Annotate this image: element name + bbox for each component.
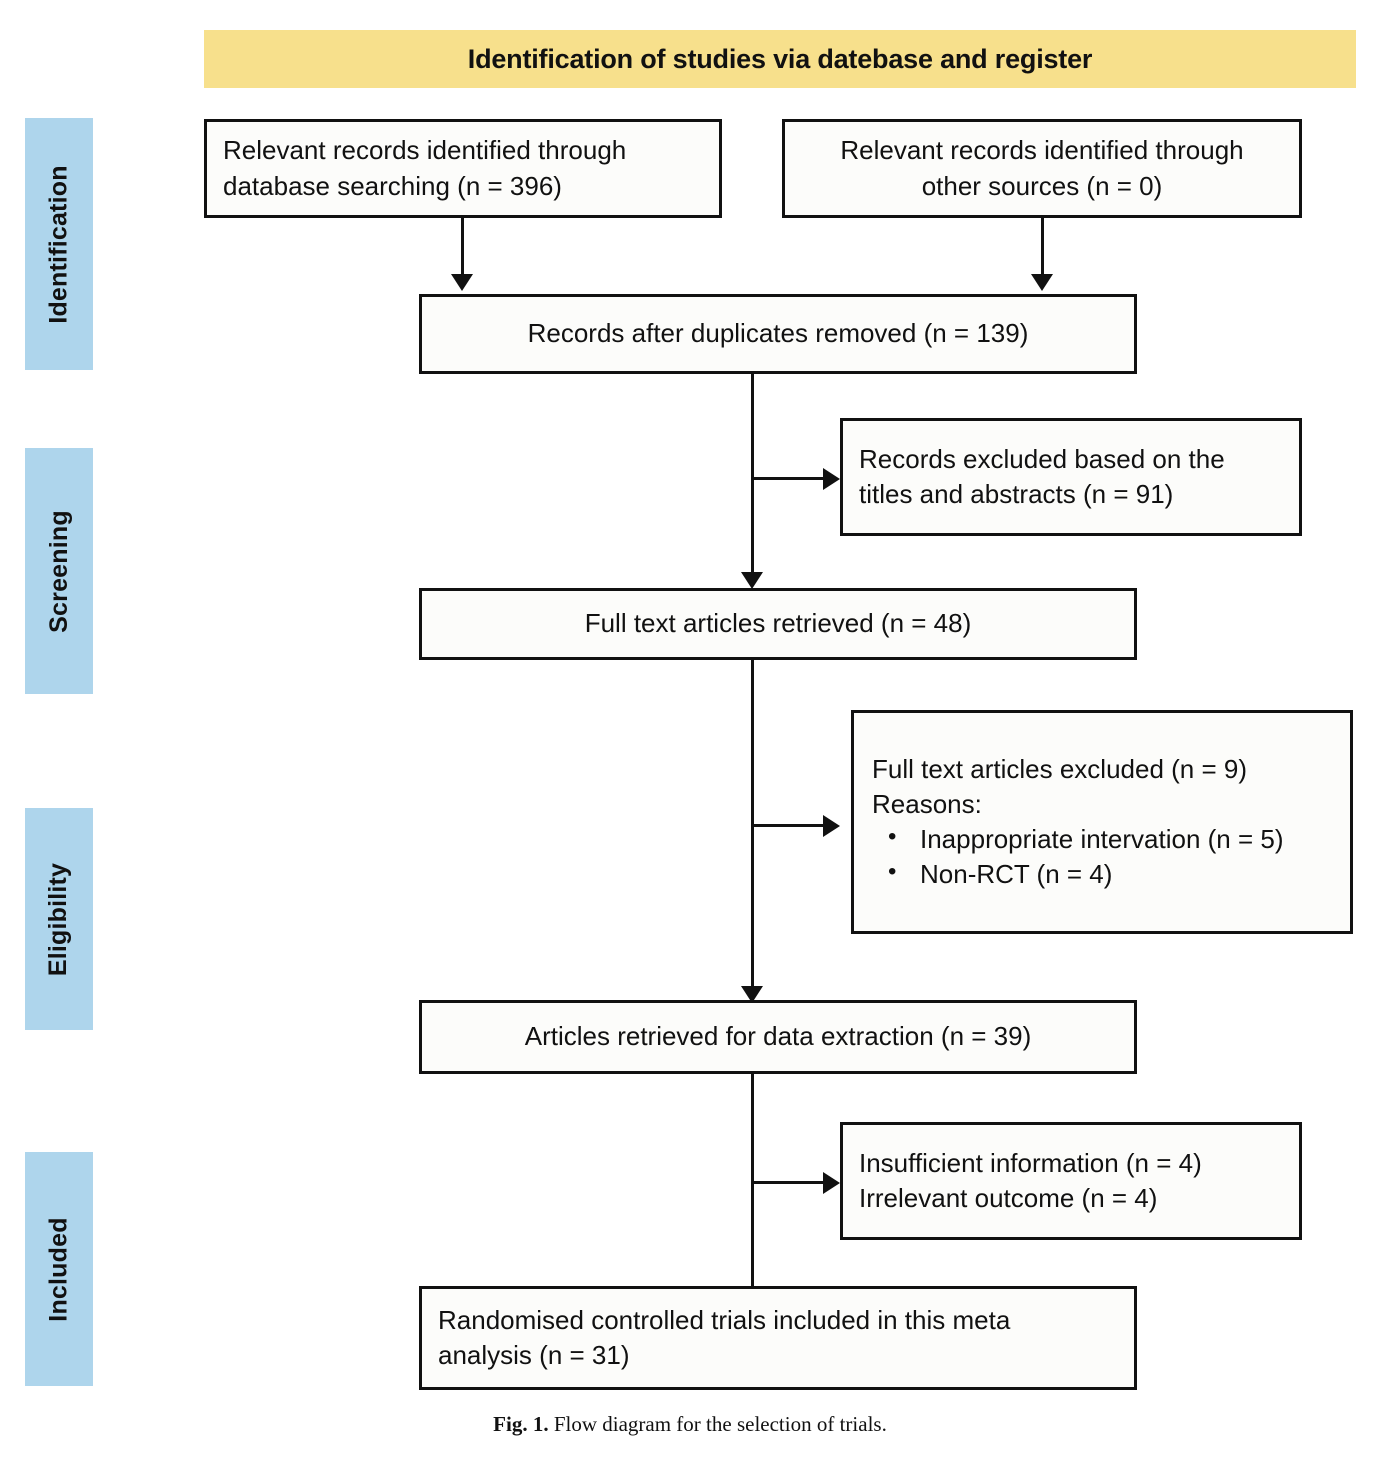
figure-caption: Fig. 1. Flow diagram for the selection o…	[0, 1412, 1380, 1437]
arrowhead-database-search-to-duplicates	[451, 274, 473, 291]
connector-duplicates-down	[751, 374, 754, 578]
connector-other-sources-down	[1041, 216, 1044, 278]
arrowhead-full-text-to-data-extraction	[741, 986, 763, 1003]
arrowhead-duplicates-to-excluded	[823, 468, 840, 490]
connector-duplicates-to-excluded	[751, 477, 827, 480]
arrowhead-other-sources-to-duplicates	[1031, 274, 1053, 291]
exclusion-reason-item: Non-RCT (n = 4)	[880, 856, 1332, 892]
connector-full-text-to-excluded	[751, 824, 827, 827]
box-records-excluded: Records excluded based on the titles and…	[840, 418, 1302, 536]
box-data-extraction-line1: Articles retrieved for data extraction (…	[524, 1021, 1032, 1052]
arrowhead-duplicates-to-full-text	[741, 572, 763, 589]
box-included-trials: Randomised controlled trials included in…	[419, 1286, 1137, 1390]
box-full-text-excluded-line1: Full text articles excluded (n = 9)	[872, 753, 1247, 784]
stage-label-eligibility: Eligibility	[25, 808, 93, 1030]
stage-label-identification-text: Identification	[44, 164, 73, 324]
stage-label-included-text: Included	[44, 1216, 73, 1322]
exclusion-reason-item: Inappropriate intervation (n = 5)	[880, 821, 1332, 857]
box-records-excluded-line2: titles and abstracts (n = 91)	[859, 479, 1174, 509]
box-other-sources: Relevant records identified through othe…	[782, 119, 1302, 218]
box-database-search-line2: database searching (n = 396)	[223, 170, 562, 201]
box-data-extraction: Articles retrieved for data extraction (…	[419, 1000, 1137, 1074]
box-full-text-excluded-line2: Reasons:	[872, 788, 982, 819]
box-database-search-line1: Relevant records identified through	[223, 135, 627, 166]
box-further-exclusions: Insufficient information (n = 4) Irrelev…	[840, 1122, 1302, 1240]
box-included-trials-line1: Randomised controlled trials included in…	[438, 1304, 1011, 1335]
box-records-excluded-line1: Records excluded based on the	[859, 443, 1225, 474]
connector-database-search-down	[461, 216, 464, 278]
exclusion-reason-list: Inappropriate intervation (n = 5) Non-RC…	[872, 821, 1332, 892]
header-banner-title: Identification of studies via datebase a…	[467, 43, 1093, 74]
box-other-sources-line2: other sources (n = 0)	[921, 170, 1163, 201]
stage-label-screening: Screening	[25, 448, 93, 694]
stage-label-screening-text: Screening	[44, 509, 73, 633]
figure-caption-label: Fig. 1.	[493, 1412, 549, 1436]
connector-data-extraction-to-further-exclusions	[751, 1181, 827, 1184]
header-banner: Identification of studies via datebase a…	[204, 30, 1356, 88]
stage-label-eligibility-text: Eligibility	[44, 862, 73, 976]
box-further-exclusions-line1: Insufficient information (n = 4)	[859, 1147, 1202, 1178]
box-full-text-excluded: Full text articles excluded (n = 9) Reas…	[851, 710, 1353, 934]
stage-label-identification: Identification	[25, 118, 93, 370]
box-further-exclusions-line2: Irrelevant outcome (n = 4)	[859, 1183, 1158, 1213]
figure-caption-text: Flow diagram for the selection of trials…	[553, 1412, 887, 1436]
arrowhead-data-extraction-to-further-exclusions	[823, 1172, 840, 1194]
box-included-trials-line2: analysis (n = 31)	[438, 1340, 630, 1370]
arrowhead-full-text-to-excluded	[823, 815, 840, 837]
box-duplicates-removed: Records after duplicates removed (n = 13…	[419, 294, 1137, 374]
box-other-sources-line1: Relevant records identified through	[840, 135, 1244, 166]
box-duplicates-removed-line1: Records after duplicates removed (n = 13…	[527, 318, 1029, 349]
stage-label-included: Included	[25, 1152, 93, 1386]
box-full-text-retrieved: Full text articles retrieved (n = 48)	[419, 588, 1137, 660]
box-full-text-retrieved-line1: Full text articles retrieved (n = 48)	[584, 608, 972, 639]
box-database-search: Relevant records identified through data…	[204, 119, 722, 218]
